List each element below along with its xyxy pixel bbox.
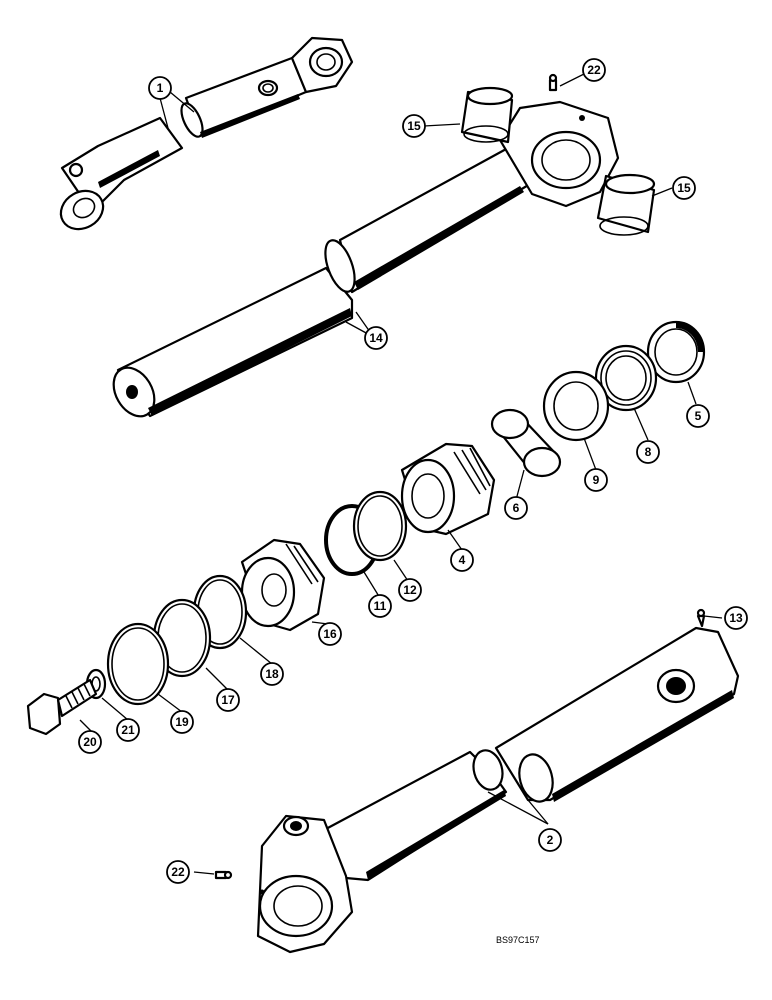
callout-13: 13 (724, 606, 748, 630)
piston-ring-item-19 (106, 622, 170, 706)
svg-text:15: 15 (407, 119, 421, 133)
bushing-item-6 (490, 408, 562, 478)
assembled-cylinder-thumbnail (59, 36, 354, 231)
callout-9: 9 (584, 468, 608, 492)
svg-text:20: 20 (83, 735, 97, 749)
svg-text:17: 17 (221, 693, 235, 707)
wiper-item-9 (542, 370, 610, 442)
callout-14: 14 (364, 326, 388, 350)
callout-15-right: 15 (672, 176, 696, 200)
grease-fitting-top (548, 73, 558, 92)
svg-text:16: 16 (323, 627, 337, 641)
gland-item-4 (400, 442, 496, 536)
svg-text:19: 19 (175, 715, 189, 729)
callout-17: 17 (216, 688, 240, 712)
callout-8: 8 (636, 440, 660, 464)
svg-text:11: 11 (374, 599, 387, 613)
callout-22-bottom: 22 (166, 860, 190, 884)
svg-text:1: 1 (157, 81, 164, 95)
callout-12: 12 (398, 578, 422, 602)
leader-lines (79, 73, 723, 875)
seal-item-5 (646, 320, 706, 384)
pivot-bushing-upper (460, 86, 514, 144)
piston-item-16 (240, 538, 326, 632)
pivot-bushing-lower (596, 173, 656, 236)
callout-22-top: 22 (582, 58, 606, 82)
fitting-item-13 (696, 608, 706, 628)
callout-18: 18 (260, 662, 284, 686)
svg-text:9: 9 (593, 473, 600, 487)
callout-1: 1 (148, 76, 172, 100)
svg-text:12: 12 (403, 583, 417, 597)
cylinder-barrel (256, 626, 740, 954)
grease-fitting-bottom (214, 870, 233, 880)
callout-2: 2 (538, 828, 562, 852)
svg-text:5: 5 (695, 409, 702, 423)
callout-6: 6 (504, 496, 528, 520)
svg-text:22: 22 (587, 63, 601, 77)
callout-19: 19 (170, 710, 194, 734)
callout-4: 4 (450, 548, 474, 572)
svg-text:8: 8 (645, 445, 652, 459)
bolt-item-20 (26, 678, 98, 736)
callout-11: 11 (368, 594, 392, 618)
svg-text:14: 14 (369, 331, 383, 345)
callout-20: 20 (78, 730, 102, 754)
callout-16: 16 (318, 622, 342, 646)
svg-text:15: 15 (677, 181, 691, 195)
svg-text:6: 6 (513, 501, 520, 515)
callout-5: 5 (686, 404, 710, 428)
piston-rod (112, 100, 620, 418)
svg-text:18: 18 (265, 667, 279, 681)
svg-text:13: 13 (729, 611, 743, 625)
callout-15-left: 15 (402, 114, 426, 138)
drawing-code: BS97C157 (496, 935, 540, 945)
svg-text:22: 22 (171, 865, 185, 879)
callout-21: 21 (116, 718, 140, 742)
backup-ring-item-12 (352, 490, 408, 562)
svg-text:4: 4 (459, 553, 466, 567)
seal-item-8 (594, 344, 658, 412)
svg-text:21: 21 (121, 723, 135, 737)
svg-text:2: 2 (547, 833, 554, 847)
